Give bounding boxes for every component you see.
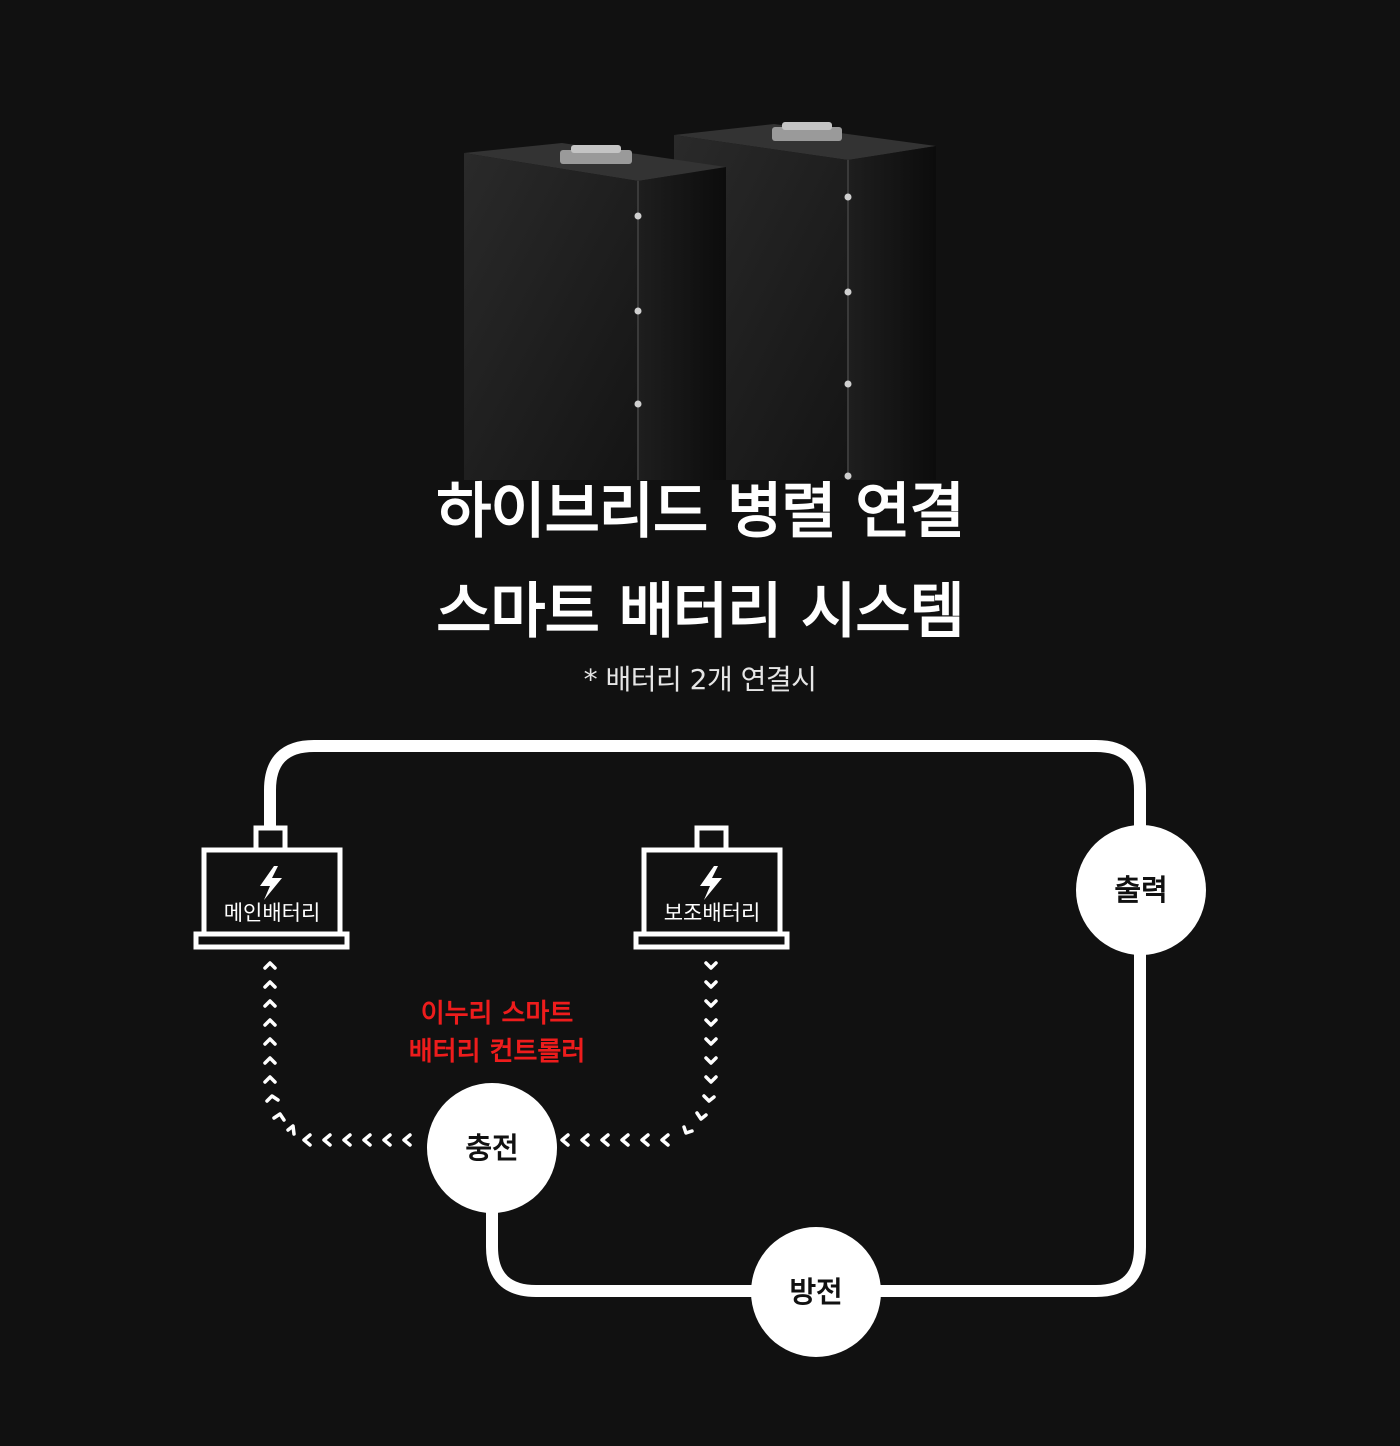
aux-flow-arrows (560, 961, 718, 1147)
battery-pack-front (464, 143, 726, 480)
controller-label-line-1: 이누리 스마트 (420, 999, 574, 1029)
lightning-bolt-icon (700, 866, 722, 900)
aux-battery-label: 보조배터리 (663, 901, 761, 925)
aux-battery (633, 825, 790, 950)
power-line (264, 740, 1146, 1297)
charge-node (427, 1083, 557, 1213)
output-label: 출력 (1114, 873, 1168, 907)
discharge-node (751, 1227, 881, 1357)
charge-label: 충전 (465, 1131, 519, 1165)
output-node (1076, 825, 1206, 955)
title-line-2: 스마트 배터리 시스템 (436, 577, 965, 647)
main-battery-label: 메인배터리 (223, 901, 321, 925)
title-line-1: 하이브리드 병렬 연결 (436, 477, 965, 547)
discharge-label: 방전 (789, 1275, 843, 1309)
main-battery (193, 825, 350, 950)
controller-label-line-2: 배터리 컨트롤러 (408, 1037, 586, 1067)
connection-note: * 배터리 2개 연결시 (583, 663, 817, 696)
main-charge-flow-arrows (263, 961, 412, 1147)
lightning-bolt-icon (260, 866, 282, 900)
